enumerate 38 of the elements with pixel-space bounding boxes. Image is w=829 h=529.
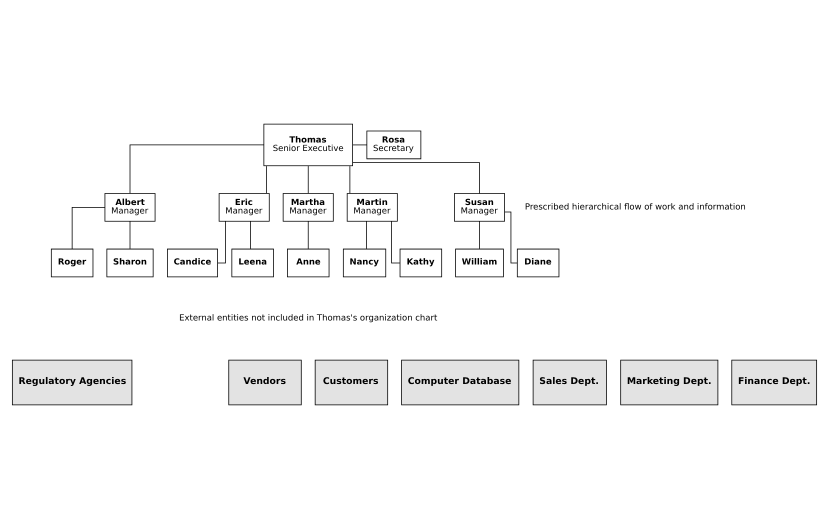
node-box: Candice (167, 248, 218, 278)
node-box: Susan Manager (454, 193, 505, 222)
connector (504, 212, 518, 264)
node-box: Sharon (106, 248, 154, 278)
node-box: Eric Manager (218, 193, 270, 222)
connector (72, 207, 106, 250)
connector (266, 166, 267, 194)
node-box: Leena (231, 248, 274, 278)
node-box: Regulatory Agencies (12, 360, 132, 406)
node-box: Vendors (228, 360, 302, 406)
connector (217, 221, 226, 264)
connector (352, 162, 480, 194)
node-box: Albert Manager (104, 193, 156, 222)
node-box: Computer Database (401, 360, 520, 406)
node-box: Nancy (342, 248, 386, 278)
connector (250, 221, 251, 250)
connector (308, 166, 309, 194)
node-box: Customers (314, 360, 388, 406)
connector (308, 221, 309, 250)
node-box: Roger (50, 248, 94, 278)
node-box: Kathy (400, 248, 442, 278)
node-box: William (455, 248, 504, 278)
node-box: Marketing Dept. (620, 360, 718, 406)
connector (479, 221, 480, 250)
connector (130, 144, 264, 194)
connector (352, 144, 368, 146)
node-box: Diane (516, 248, 560, 278)
connector (391, 221, 400, 264)
node-box: Anne (287, 248, 330, 278)
node-box: Rosa Secretary (366, 130, 422, 160)
label: Prescribed hierarchical flow of work and information (524, 202, 746, 212)
node-box: Martha Manager (282, 193, 334, 222)
node-box: Martin Manager (346, 193, 398, 222)
label: External entities not included in Thomas's organization chart (179, 312, 438, 323)
node-box: Thomas Senior Executive (263, 124, 353, 166)
node-box: Finance Dept. (731, 360, 818, 406)
node-box: Sales Dept. (532, 360, 607, 406)
connector (366, 221, 367, 250)
